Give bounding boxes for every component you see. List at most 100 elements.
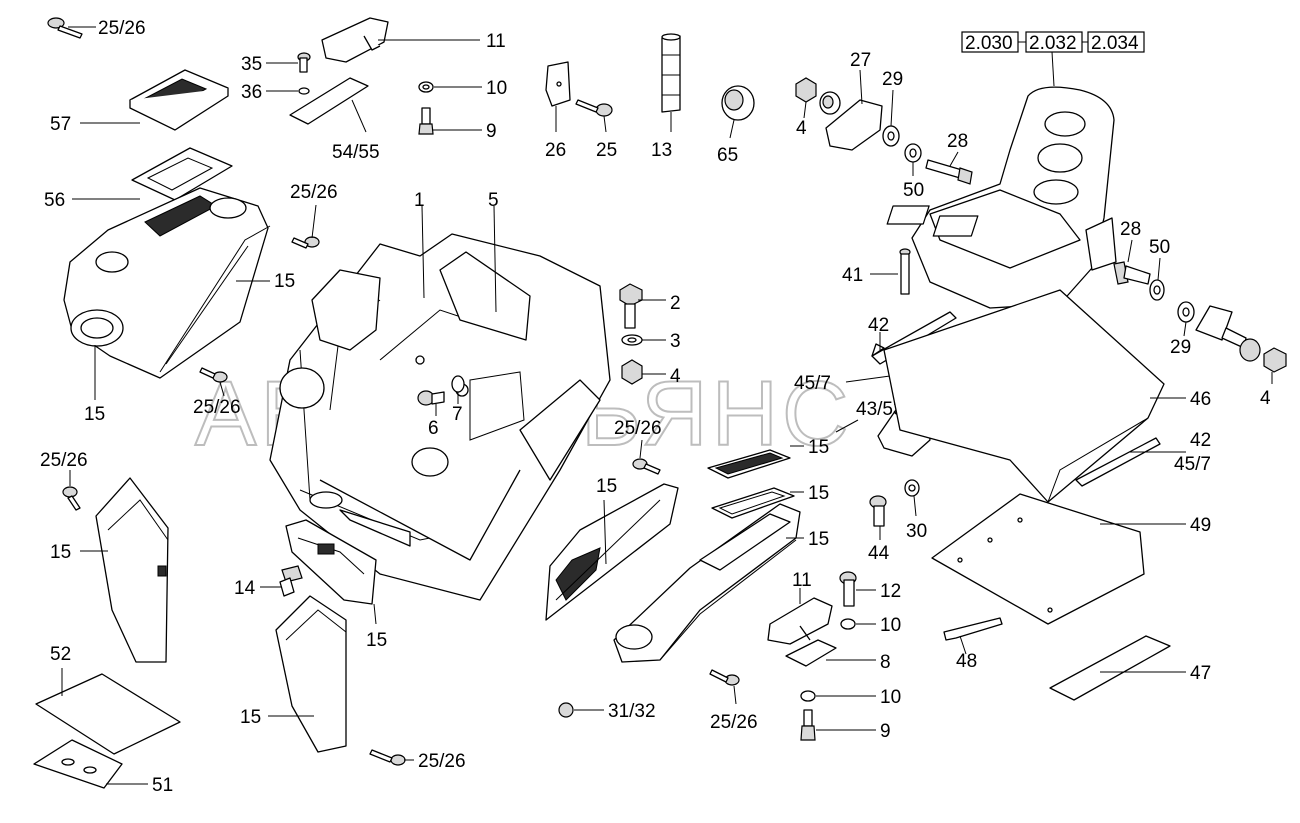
- label-47: 47: [1190, 663, 1211, 684]
- label-57: 57: [50, 114, 71, 135]
- label-15: 15: [274, 271, 295, 292]
- label-1: 1: [414, 190, 425, 211]
- bolt-28-right: [1113, 261, 1151, 285]
- label-50: 50: [1149, 237, 1170, 258]
- side-panel-15-left: [95, 477, 169, 663]
- label-30: 30: [906, 521, 927, 542]
- seat-ref-2-030: 2.030: [965, 33, 1013, 54]
- label-15: 15: [50, 542, 71, 563]
- label-15: 15: [596, 476, 617, 497]
- label-44: 44: [868, 543, 890, 564]
- label-25-26: 25/26: [40, 450, 88, 471]
- panel-15-lower: [285, 519, 377, 605]
- label-45-7: 45/7: [794, 373, 831, 394]
- plate-51: [33, 739, 123, 789]
- washer-7: [451, 375, 465, 393]
- knob-14: [279, 565, 303, 597]
- seat-ref-2-032: 2.032: [1029, 33, 1077, 54]
- label-36: 36: [241, 82, 262, 103]
- washer-29-top: [882, 125, 900, 147]
- label-12: 12: [880, 581, 901, 602]
- label-13: 13: [651, 140, 672, 161]
- trim-15-frame-bottom: [711, 487, 795, 519]
- cab-frame-1: [269, 233, 611, 601]
- screw-25-26-lower-mid: [709, 669, 740, 686]
- bracket-48: [943, 617, 1003, 641]
- label-15: 15: [808, 437, 829, 458]
- label-46: 46: [1190, 389, 1211, 410]
- bracket-27: [825, 99, 883, 151]
- label-15: 15: [808, 483, 829, 504]
- rod-13: [661, 33, 681, 113]
- washer-29-right: [1177, 301, 1195, 323]
- label-11: 11: [792, 570, 812, 591]
- label-54-55: 54/55: [332, 142, 380, 163]
- washer-30: [904, 479, 920, 497]
- plate-57: [129, 69, 229, 131]
- label-25-26: 25/26: [290, 182, 338, 203]
- screw-25-26-mid: [632, 458, 661, 475]
- label-48: 48: [956, 651, 977, 672]
- screw-25-26-left-mid: [62, 486, 81, 511]
- washer-10-c: [800, 690, 816, 702]
- label-15: 15: [84, 404, 105, 425]
- label-50: 50: [903, 180, 924, 201]
- label-42: 42: [1190, 430, 1211, 451]
- label-65: 65: [717, 145, 738, 166]
- floor-plate-49: [931, 493, 1145, 625]
- washer-10-b: [840, 618, 856, 630]
- label-2: 2: [670, 293, 681, 314]
- clip-26: [545, 61, 571, 107]
- bolt-12: [839, 571, 857, 607]
- bolt-6: [417, 390, 445, 406]
- screw-25-26: [199, 367, 228, 383]
- label-6: 6: [428, 418, 439, 439]
- pedal-11-bottom: [767, 597, 833, 645]
- screw-25-26-bottom: [369, 749, 406, 766]
- label-49: 49: [1190, 515, 1211, 536]
- label-15: 15: [808, 529, 829, 550]
- label-8: 8: [880, 652, 891, 673]
- label-25-26: 25/26: [193, 397, 241, 418]
- label-25: 25: [596, 140, 617, 161]
- label-4: 4: [796, 118, 807, 139]
- bolt-2: [619, 283, 643, 329]
- washer-50-right: [1149, 279, 1165, 301]
- washer-36: [298, 87, 310, 95]
- side-trim-15: [545, 483, 679, 621]
- bolt-35: [297, 52, 311, 73]
- label-7: 7: [452, 404, 463, 425]
- label-10: 10: [880, 615, 901, 636]
- nut-4-mid: [621, 359, 643, 385]
- label-25-26: 25/26: [710, 712, 758, 733]
- screw-25-26: [291, 236, 320, 249]
- label-3: 3: [670, 331, 681, 352]
- pedal-11-top: [321, 17, 389, 63]
- plate-46: [883, 289, 1165, 503]
- label-15: 15: [240, 707, 261, 728]
- screw-25: [575, 99, 613, 117]
- label-35: 35: [241, 54, 262, 75]
- bushing: [819, 91, 841, 115]
- label-41: 41: [842, 265, 863, 286]
- seat: [886, 86, 1117, 309]
- label-26: 26: [545, 140, 566, 161]
- washer-50-top: [904, 143, 922, 163]
- label-9: 9: [486, 121, 497, 142]
- grommet-31-32: [558, 702, 574, 718]
- armrest-15-right: [613, 503, 801, 663]
- label-4: 4: [670, 366, 681, 387]
- label-5: 5: [488, 190, 499, 211]
- side-panel-15-lower: [275, 595, 347, 753]
- washer-10: [418, 81, 434, 93]
- label-15: 15: [366, 630, 387, 651]
- bracket-right: [1195, 305, 1261, 362]
- label-4: 4: [1260, 388, 1271, 409]
- label-42: 42: [868, 315, 889, 336]
- console-15-left: [63, 187, 271, 379]
- label-10: 10: [880, 687, 901, 708]
- label-14: 14: [234, 578, 256, 599]
- bolt-44: [869, 495, 887, 527]
- label-52: 52: [50, 644, 71, 665]
